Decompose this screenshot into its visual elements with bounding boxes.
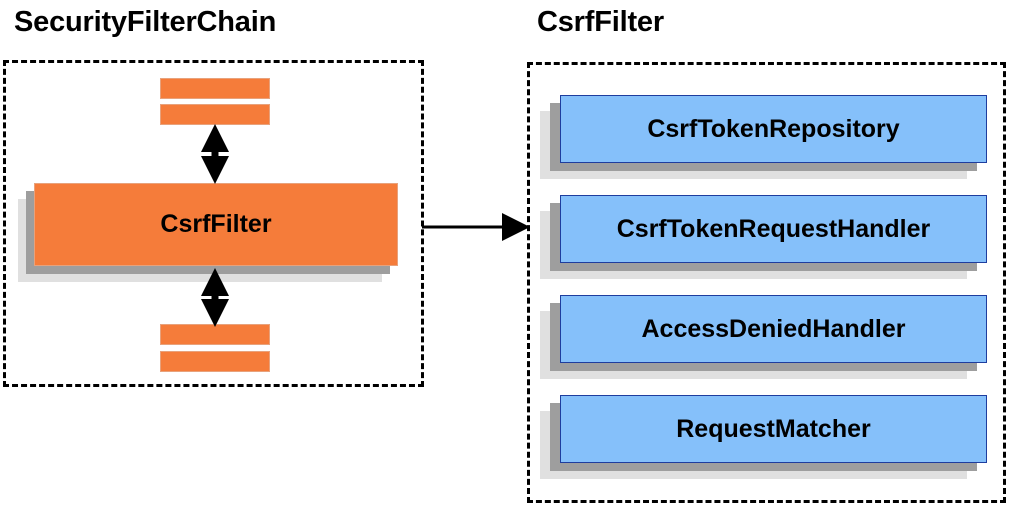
collaborator-box-accessdeniedhandler-label: AccessDeniedHandler <box>641 314 906 343</box>
group-security-filter-chain <box>3 60 424 387</box>
arrow-securityfilterchain-to-csrffilter <box>422 213 530 241</box>
collaborator-box-csrftokenrepository-label: CsrfTokenRepository <box>647 114 900 143</box>
page-title-security-filter-chain: SecurityFilterChain <box>14 6 277 38</box>
filter-box-csrffilter-label: CsrfFilter <box>160 210 272 238</box>
collaborator-box-csrftokenrepository[interactable]: CsrfTokenRepository <box>560 95 987 163</box>
collaborator-box-accessdeniedhandler[interactable]: AccessDeniedHandler <box>560 295 987 363</box>
page-title-csrf-filter: CsrfFilter <box>537 6 664 38</box>
collaborator-box-csrftokenrequesthandler-label: CsrfTokenRequestHandler <box>616 214 931 243</box>
collaborator-box-requestmatcher[interactable]: RequestMatcher <box>560 395 987 463</box>
filter-bar-below-2[interactable] <box>160 351 270 372</box>
collaborator-box-requestmatcher-label: RequestMatcher <box>676 414 871 443</box>
filter-bar-above-2[interactable] <box>160 104 270 125</box>
filter-bar-below-1[interactable] <box>160 324 270 345</box>
filter-bar-above-1[interactable] <box>160 78 270 99</box>
group-csrf-filter <box>527 62 1006 503</box>
filter-box-csrffilter[interactable]: CsrfFilter <box>34 183 398 266</box>
collaborator-box-csrftokenrequesthandler[interactable]: CsrfTokenRequestHandler <box>560 195 987 263</box>
